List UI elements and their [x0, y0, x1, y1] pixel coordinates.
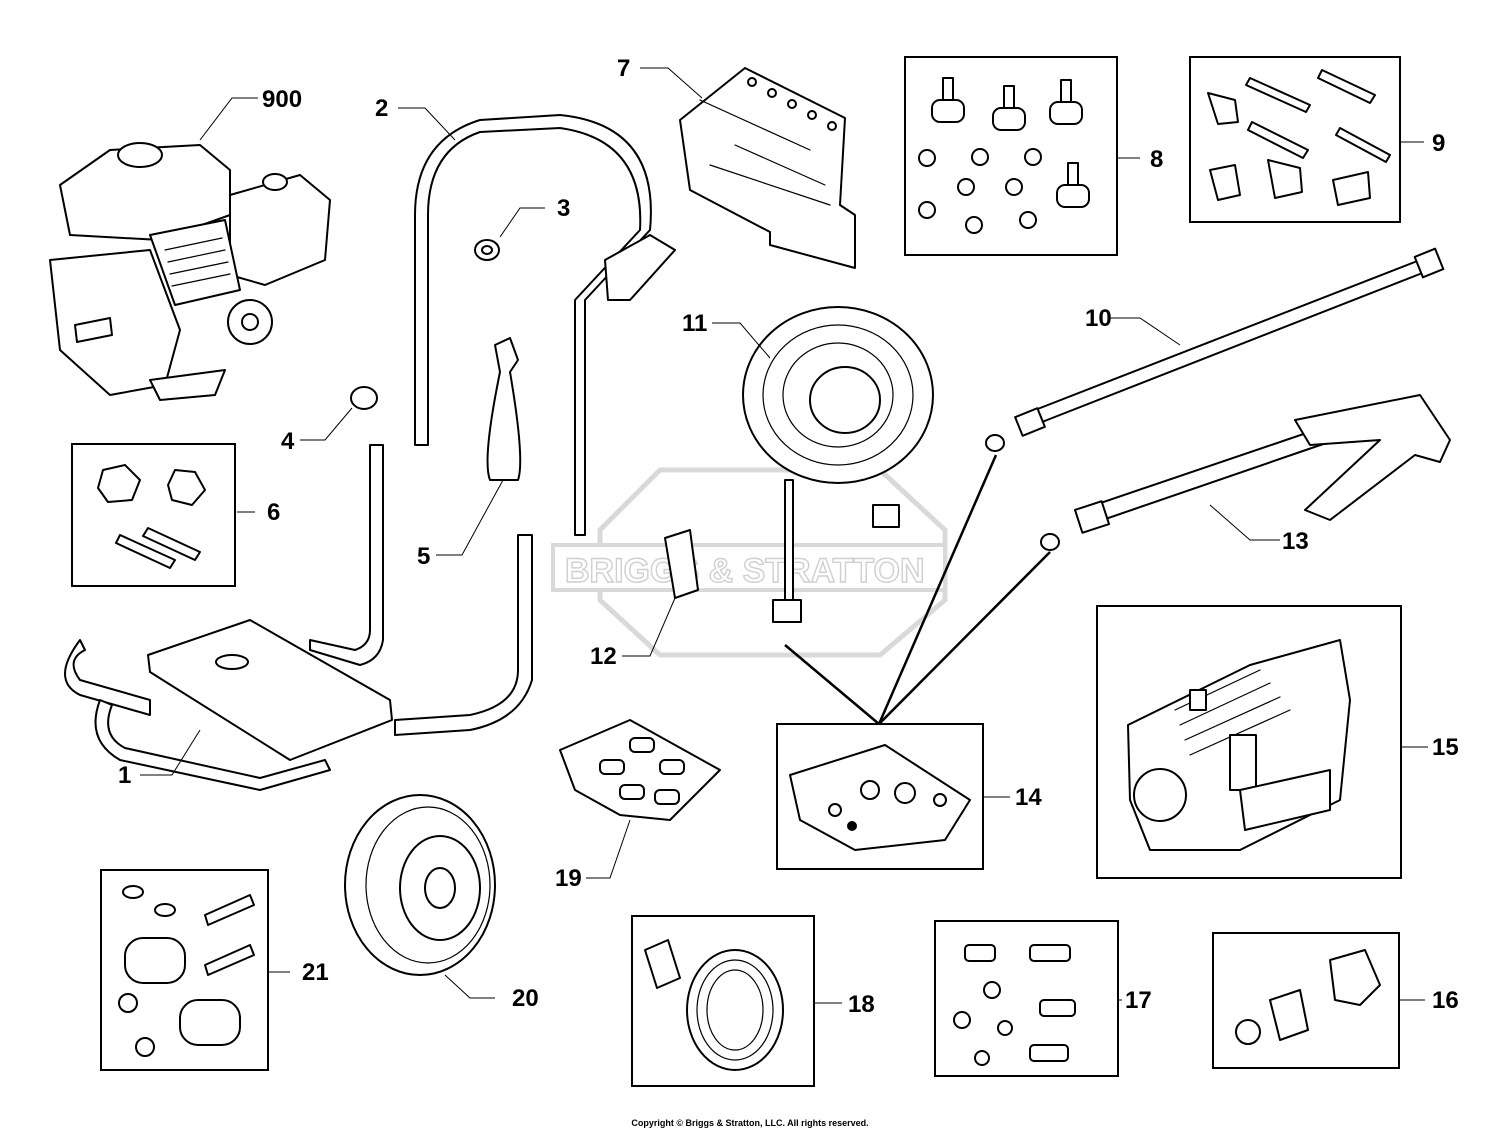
- mount-row: [931, 77, 1090, 208]
- part-10-wand[interactable]: [1014, 247, 1445, 437]
- part-20-wheel[interactable]: [344, 794, 496, 976]
- part-2-handle[interactable]: [414, 114, 676, 536]
- callout-3: 3: [557, 195, 570, 222]
- callout-13: 13: [1282, 528, 1309, 555]
- part-13-spray-gun[interactable]: [1073, 394, 1451, 534]
- part-21-mount-kit[interactable]: [100, 869, 269, 1071]
- part-11-hose[interactable]: [742, 306, 934, 623]
- callout-12: 12: [590, 643, 617, 670]
- part-900-engine[interactable]: [49, 142, 331, 401]
- washer-13: [1040, 533, 1060, 551]
- callout-20: 20: [512, 985, 539, 1012]
- callout-17: 17: [1125, 987, 1152, 1014]
- callout-11: 11: [682, 310, 707, 337]
- callout-21: 21: [302, 959, 329, 986]
- part-1-frame[interactable]: [64, 444, 533, 791]
- callout-9: 9: [1432, 130, 1445, 157]
- part-14-nozzle-kit[interactable]: [776, 723, 984, 870]
- callout-6: 6: [267, 499, 280, 526]
- copyright-notice: Copyright © Briggs & Stratton, LLC. All …: [631, 1118, 868, 1128]
- part-3-grommet[interactable]: [474, 239, 500, 261]
- callout-10: 10: [1085, 305, 1112, 332]
- part-8-hardware-kit[interactable]: [904, 56, 1118, 256]
- watermark-text: BRIGGS & STRATTON: [565, 552, 925, 590]
- callout-19: 19: [555, 865, 582, 892]
- callout-16: 16: [1432, 987, 1459, 1014]
- callout-1: 1: [118, 762, 131, 789]
- part-5-strap[interactable]: [486, 337, 522, 481]
- part-17-screw-kit[interactable]: [934, 920, 1119, 1077]
- part-9-hardware-kit[interactable]: [1189, 56, 1401, 223]
- callout-labels: 900 2 3 4 5 6 7 8 9 10 11 12 13 14 15 16…: [118, 55, 1459, 1018]
- part-16-fitting-kit[interactable]: [1212, 932, 1400, 1069]
- callout-4: 4: [281, 428, 295, 455]
- part-7-panel[interactable]: [679, 67, 856, 269]
- callout-8: 8: [1150, 146, 1163, 173]
- callout-7: 7: [617, 55, 630, 82]
- callout-14: 14: [1015, 784, 1042, 811]
- callout-900: 900: [262, 86, 302, 113]
- callout-15: 15: [1432, 734, 1459, 761]
- part-19-nozzle-pack[interactable]: [559, 719, 721, 821]
- callout-5: 5: [417, 543, 430, 570]
- watermark-logo: BRIGGS & STRATTON: [551, 467, 948, 658]
- part-15-pump[interactable]: [1096, 605, 1402, 879]
- part-18-hose-kit[interactable]: [631, 915, 815, 1087]
- part-6-knob-kit[interactable]: [71, 443, 236, 587]
- washer-10: [985, 434, 1005, 452]
- nut-grid: [918, 148, 1042, 234]
- callout-2: 2: [375, 95, 388, 122]
- part-12-clip[interactable]: [664, 529, 699, 599]
- callout-18: 18: [848, 991, 875, 1018]
- part-4-cap[interactable]: [350, 386, 378, 410]
- leader-lines: [140, 67, 1428, 1004]
